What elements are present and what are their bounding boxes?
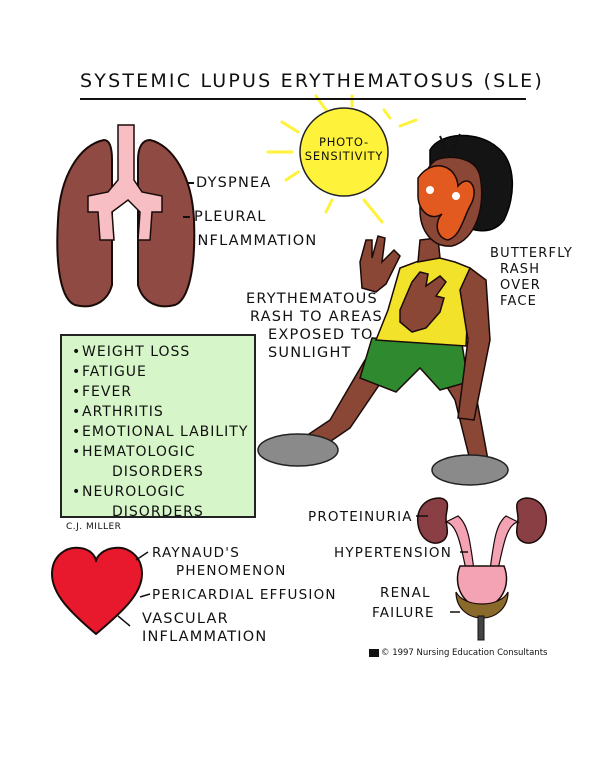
copyright-notice: © 1997 Nursing Education Consultants: [381, 648, 548, 658]
title-underline: [80, 98, 526, 100]
shorts: [359, 337, 469, 393]
symptom-text: NEUROLOGIC: [82, 484, 186, 500]
sun-label: PHOTO- SENSITIVITY: [300, 114, 388, 184]
pleural-label-line-1: PLEURAL: [194, 209, 267, 225]
symptom-text: WEIGHT LOSS: [82, 344, 191, 360]
symptom-text: ARTHRITIS: [82, 404, 164, 420]
person-illustration: [257, 133, 514, 486]
list-item: •WEIGHT LOSS: [72, 344, 191, 360]
list-item: •EMOTIONAL LABILITY: [72, 424, 249, 440]
proteinuria-label: PROTEINURIA: [308, 509, 413, 525]
raynauds-label-2: PHENOMENON: [176, 563, 287, 579]
renal-failure-label-2: FAILURE: [372, 605, 435, 621]
butterfly-rash-label-3: OVER: [500, 278, 541, 293]
erythematous-rash-label-3: EXPOSED TO: [268, 327, 374, 343]
sun: [299, 107, 389, 197]
urinary-illustration: [416, 497, 548, 641]
butterfly-rash-label-1: BUTTERFLY: [490, 246, 574, 261]
lungs-illustration: [56, 124, 196, 308]
left-lung: [56, 138, 113, 308]
erythematous-rash-label-2: RASH TO AREAS: [250, 309, 383, 325]
publisher-logo: [369, 649, 379, 657]
raynauds-label-1: RAYNAUD'S: [152, 545, 240, 561]
vascular-label-1: VASCULAR: [142, 611, 229, 627]
right-lung: [137, 138, 196, 308]
list-item: •FEVER: [72, 384, 133, 400]
right-kidney: [515, 497, 548, 544]
symptom-text-cont: DISORDERS: [112, 464, 204, 480]
hypertension-label: HYPERTENSION: [334, 545, 453, 561]
symptom-list: •WEIGHT LOSS •FATIGUE •FEVER •ARTHRITIS …: [62, 336, 254, 522]
sun-label-line-1: PHOTO-: [319, 135, 369, 149]
symptom-text-cont: DISORDERS: [112, 504, 204, 520]
erythematous-rash-label-4: SUNLIGHT: [268, 345, 352, 361]
sun-label-line-2: SENSITIVITY: [304, 149, 384, 163]
pericardial-effusion-label: PERICARDIAL EFFUSION: [152, 587, 337, 603]
butterfly-rash-label-2: RASH: [500, 262, 541, 277]
left-shoe: [257, 433, 339, 467]
trachea: [87, 124, 163, 241]
renal-failure-label-1: RENAL: [380, 585, 431, 601]
symptom-text: FATIGUE: [82, 364, 147, 380]
symptom-text: EMOTIONAL LABILITY: [82, 424, 249, 440]
page-title: SYSTEMIC LUPUS ERYTHEMATOSUS (SLE): [80, 70, 544, 92]
artist-signature: C.J. MILLER: [66, 522, 122, 532]
erythematous-rash-label-1: ERYTHEMATOUS: [246, 291, 378, 307]
butterfly-rash-label-4: FACE: [500, 294, 538, 309]
systemic-symptoms-box: •WEIGHT LOSS •FATIGUE •FEVER •ARTHRITIS …: [60, 334, 256, 520]
right-shoe: [431, 454, 509, 486]
list-item: •ARTHRITIS: [72, 404, 164, 420]
heart: [50, 546, 144, 636]
symptom-text: FEVER: [82, 384, 133, 400]
list-item: •FATIGUE: [72, 364, 147, 380]
dyspnea-label: DYSPNEA: [196, 175, 272, 191]
heart-illustration: [50, 546, 151, 636]
butterfly-rash: [417, 165, 475, 241]
symptom-text: HEMATOLOGIC: [82, 444, 196, 460]
pleural-label-line-2: INFLAMMATION: [192, 233, 318, 249]
left-kidney: [416, 497, 449, 544]
vascular-label-2: INFLAMMATION: [142, 629, 268, 645]
